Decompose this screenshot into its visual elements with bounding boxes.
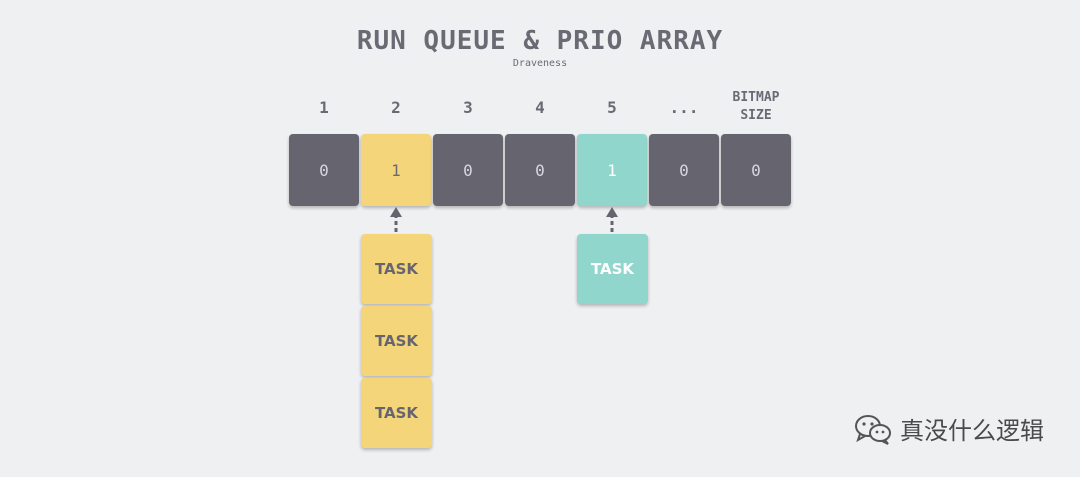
bitmap-cell-1: 0	[289, 134, 359, 206]
task-box: TASK	[361, 234, 432, 304]
priority-label-4: 4	[535, 98, 545, 117]
bitmap-cell-size: 0	[721, 134, 791, 206]
priority-label-2: 2	[391, 98, 401, 117]
priority-label-5: 5	[607, 98, 617, 117]
task-box: TASK	[577, 234, 648, 304]
diagram-subtitle: Draveness	[512, 58, 568, 69]
bitmap-cell-3: 0	[433, 134, 503, 206]
diagram-title: RUN QUEUE & PRIO ARRAY	[356, 26, 724, 56]
bitmap-size-label: BITMAP SIZE	[720, 89, 792, 125]
wechat-icon	[855, 414, 891, 445]
task-box: TASK	[361, 306, 432, 376]
watermark-text: 真没什么逻辑	[900, 417, 1044, 445]
bitmap-cell-5: 1	[577, 134, 647, 206]
bitmap-size-label-line1: BITMAP	[732, 90, 780, 105]
bitmap-cell-4: 0	[505, 134, 575, 206]
watermark: 真没什么逻辑	[854, 411, 1044, 446]
bitmap-cell-ellipsis: 0	[649, 134, 719, 206]
arrow-col2	[390, 207, 402, 232]
task-box: TASK	[361, 378, 432, 448]
priority-label-1: 1	[319, 98, 329, 117]
bitmap-size-label-line2: SIZE	[740, 108, 772, 123]
priority-label-3: 3	[463, 98, 473, 117]
priority-label-ellipsis: ...	[669, 98, 699, 117]
arrow-col5	[606, 207, 618, 232]
bitmap-cell-2: 1	[361, 134, 431, 206]
